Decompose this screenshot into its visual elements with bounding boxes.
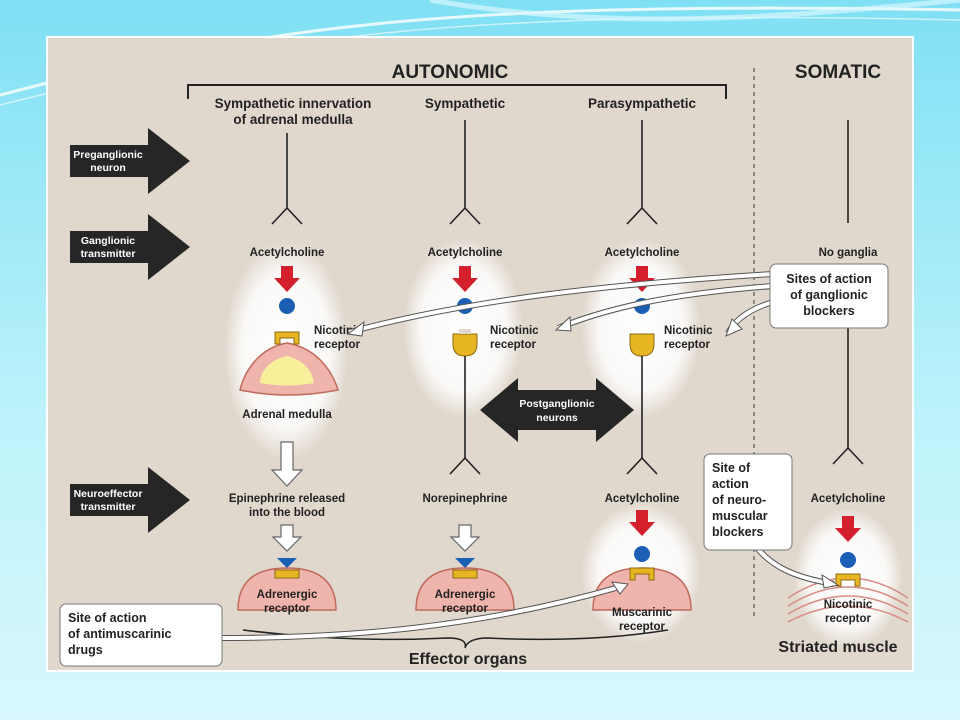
ach-label-somatic: Acetylcholine — [811, 493, 886, 505]
red-arrow-adrenal-icon — [274, 266, 300, 292]
antimuscarinic-callout: Site of action of antimuscarinic drugs — [59, 581, 629, 667]
muscarinic-1: Muscarinic — [612, 607, 673, 619]
column-adrenal-line2: of adrenal medulla — [233, 112, 353, 127]
ach-label-muscarinic: Acetylcholine — [605, 493, 680, 505]
effector-receptors — [274, 567, 655, 581]
nicotinic-receptor-parasympathetic-icon — [626, 333, 658, 475]
arrow-ganglionic: Ganglionic transmitter — [70, 214, 190, 280]
autonomic-header: AUTONOMIC — [392, 62, 509, 83]
nicotinic-label-parasympathetic-1: Nicotinic — [664, 325, 713, 337]
antimuscarinic-line2: of antimuscarinic — [68, 627, 172, 641]
somatic-header: SOMATIC — [795, 62, 881, 83]
no-ganglia-label: No ganglia — [819, 247, 878, 259]
arrow-preganglionic: Preganglionic neuron — [70, 128, 190, 194]
arrow-neuroeffector-line2: transmitter — [81, 501, 136, 513]
neuromuscular-line5: blockers — [712, 525, 763, 539]
red-arrow-sympathetic-icon — [452, 266, 478, 292]
adrenal-medulla-label: Adrenal medulla — [242, 409, 332, 421]
nicotinic-somatic-1: Nicotinic — [824, 599, 873, 611]
column-parasympathetic: Parasympathetic — [588, 96, 697, 111]
nicotinic-label-sympathetic-1: Nicotinic — [490, 325, 539, 337]
adrenergic-sympathetic-1: Adrenergic — [435, 589, 496, 601]
adrenergic-adrenal-1: Adrenergic — [257, 589, 318, 601]
adrenal-medulla-icon — [239, 331, 339, 396]
epinephrine-line2: into the blood — [249, 507, 325, 519]
postganglionic-line2: neurons — [536, 412, 578, 424]
effector-organs-label: Effector organs — [409, 651, 527, 668]
neuromuscular-line1: Site of — [712, 461, 751, 475]
ach-label-parasympathetic: Acetylcholine — [605, 247, 680, 259]
red-arrows — [274, 266, 861, 542]
preganglionic-neurons — [271, 120, 849, 225]
autonomic-somatic-diagram: AUTONOMIC SOMATIC Sympathetic innervatio… — [59, 62, 909, 668]
catecholamine-molecules — [277, 558, 475, 568]
somatic-motor-neuron — [832, 328, 864, 465]
white-arrows — [270, 441, 481, 552]
arrow-ganglionic-line1: Ganglionic — [81, 235, 135, 247]
neuromuscular-line4: muscular — [712, 509, 768, 523]
white-arrow-sympathetic-icon — [449, 524, 481, 552]
nicotinic-label-adrenal-2: receptor — [314, 339, 361, 351]
effector-organs-bracket — [242, 629, 669, 649]
column-sympathetic: Sympathetic — [425, 96, 506, 111]
arrow-ganglionic-line2: transmitter — [81, 248, 136, 260]
adrenergic-adrenal-2: receptor — [264, 603, 311, 615]
muscarinic-2: receptor — [619, 621, 666, 633]
ganglionic-blockers-line3: blockers — [803, 304, 854, 318]
red-arrow-parasympathetic-icon — [629, 266, 655, 292]
striated-muscle-label: Striated muscle — [778, 639, 897, 656]
postganglionic-arrow: Postganglionic neurons — [480, 378, 634, 442]
neuromuscular-blockers-callout: Site of action of neuro- muscular blocke… — [703, 453, 840, 589]
antimuscarinic-line3: drugs — [68, 643, 103, 657]
red-arrow-somatic-icon — [835, 516, 861, 542]
red-arrow-muscarinic-icon — [629, 510, 655, 536]
arrow-neuroeffector-line1: Neuroeffector — [74, 488, 143, 500]
antimuscarinic-line1: Site of action — [68, 611, 146, 625]
nicotinic-label-sympathetic-2: receptor — [490, 339, 537, 351]
arrow-preganglionic-line2: neuron — [90, 162, 126, 174]
effector-organs-icons — [237, 567, 692, 611]
epinephrine-line1: Epinephrine released — [229, 493, 345, 505]
diagram-panel: AUTONOMIC SOMATIC Sympathetic innervatio… — [46, 36, 914, 672]
striated-muscle-icon — [787, 573, 909, 623]
arrow-preganglionic-line1: Preganglionic — [73, 149, 143, 161]
white-arrow-adrenal-1-icon — [270, 441, 304, 487]
ganglionic-blockers-callout: Sites of action of ganglionic blockers — [346, 263, 889, 337]
neuromuscular-line2: action — [712, 477, 749, 491]
acetylcholine-molecules — [279, 298, 856, 568]
ach-label-sympathetic: Acetylcholine — [428, 247, 503, 259]
postganglionic-line1: Postganglionic — [519, 398, 594, 410]
autonomic-bracket — [187, 84, 727, 99]
ach-label-adrenal: Acetylcholine — [250, 247, 325, 259]
ganglionic-blockers-line1: Sites of action — [786, 272, 871, 286]
nicotinic-receptor-sympathetic-icon — [449, 329, 481, 475]
column-adrenal-line1: Sympathetic innervation — [215, 96, 372, 111]
adrenergic-sympathetic-2: receptor — [442, 603, 489, 615]
ganglionic-blockers-line2: of ganglionic — [790, 288, 868, 302]
arrow-neuroeffector: Neuroeffector transmitter — [70, 467, 190, 533]
nicotinic-label-parasympathetic-2: receptor — [664, 339, 711, 351]
nicotinic-somatic-2: receptor — [825, 613, 872, 625]
norepinephrine-label: Norepinephrine — [423, 493, 508, 505]
neuromuscular-line3: of neuro- — [712, 493, 766, 507]
white-arrow-adrenal-2-icon — [271, 524, 303, 552]
